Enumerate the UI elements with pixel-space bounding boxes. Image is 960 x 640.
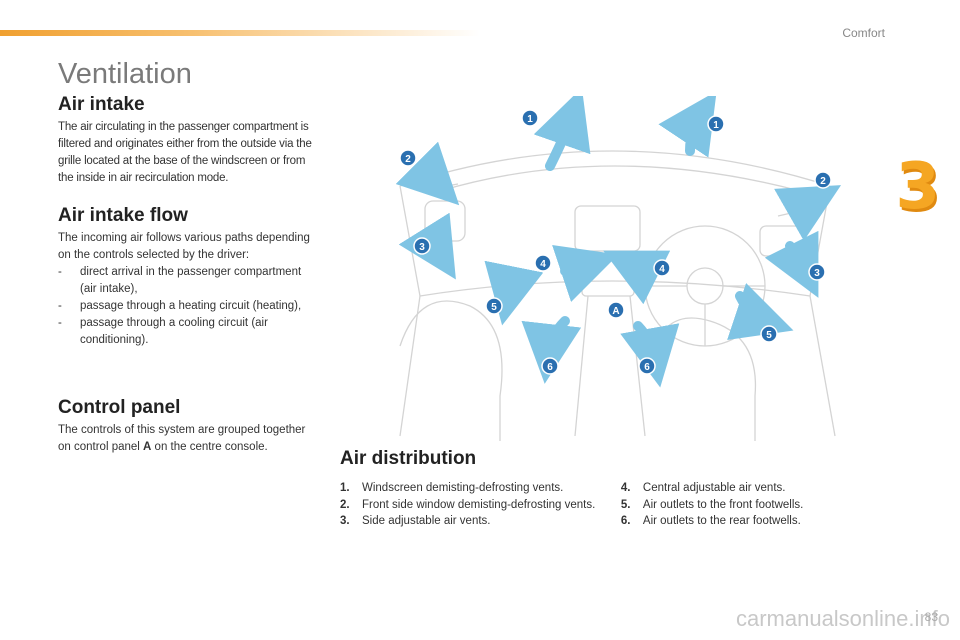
svg-text:6: 6 <box>547 362 553 373</box>
list-item: passage through a cooling circuit (air c… <box>58 315 320 349</box>
marker-5-left: 5 <box>485 297 503 315</box>
air-distribution-list-left: 1. Windscreen demisting-defrosting vents.… <box>340 480 601 530</box>
control-panel-letter: A <box>143 441 152 453</box>
item-text: Air outlets to the rear footwells. <box>642 515 801 527</box>
list-item: direct arrival in the passenger compartm… <box>58 264 320 298</box>
marker-6-left: 6 <box>541 357 559 375</box>
svg-text:2: 2 <box>820 176 826 187</box>
watermark: carmanualsonline.info <box>735 606 950 631</box>
item-number: 3. <box>340 515 350 527</box>
marker-1-left: 1 <box>521 109 539 127</box>
control-panel-heading: Control panel <box>58 397 181 418</box>
item-number: 6. <box>620 515 631 527</box>
item-number: 4. <box>620 482 631 494</box>
marker-3-left: 3 <box>413 237 431 255</box>
dashboard-ventilation-illustration: 1 1 2 2 3 3 4 4 5 5 6 6 A <box>395 96 842 441</box>
control-panel-text: The controls of this system are grouped … <box>58 422 320 456</box>
marker-2-left: 2 <box>399 149 417 167</box>
list-item: passage through a heating circuit (heati… <box>58 298 320 315</box>
item-text: Front side window demisting-defrosting v… <box>362 498 596 511</box>
marker-6-right: 6 <box>638 357 656 375</box>
svg-text:5: 5 <box>491 302 497 313</box>
item-number: 5. <box>620 498 631 511</box>
svg-text:1: 1 <box>713 120 719 131</box>
marker-a: A <box>607 301 625 319</box>
control-panel-text-start: The controls of this system are grouped … <box>58 424 306 453</box>
item-text: Central adjustable air vents. <box>642 482 786 494</box>
svg-text:4: 4 <box>659 264 665 275</box>
air-intake-flow-section: Air intake flow The incoming air follows… <box>58 205 320 349</box>
marker-4-right: 4 <box>653 259 671 277</box>
list-item: 3. Side adjustable air vents. <box>340 513 601 530</box>
air-intake-heading: Air intake <box>58 94 145 115</box>
control-panel-section: Control panel The controls of this syste… <box>58 397 320 456</box>
svg-text:2: 2 <box>405 154 411 165</box>
list-item: 2. Front side window demisting-defrosting… <box>340 497 601 514</box>
air-intake-flow-intro: The incoming air follows various paths d… <box>58 232 310 261</box>
page-title: Ventilation <box>58 58 192 90</box>
header-accent-bar <box>0 30 480 36</box>
list-item: 4. Central adjustable air vents. <box>621 480 840 497</box>
svg-text:3: 3 <box>419 242 425 253</box>
marker-3-right: 3 <box>808 263 826 281</box>
svg-text:A: A <box>612 306 619 317</box>
list-item: 5. Air outlets to the front footwells. <box>621 497 840 514</box>
item-text: Side adjustable air vents. <box>362 515 491 527</box>
marker-4-left: 4 <box>534 254 552 272</box>
svg-text:3: 3 <box>814 268 820 279</box>
page-number: 83 <box>924 610 938 624</box>
svg-text:6: 6 <box>644 362 650 373</box>
list-item: 6. Air outlets to the rear footwells. <box>621 513 840 530</box>
control-panel-text-end: on the centre console. <box>151 441 268 453</box>
svg-text:1: 1 <box>527 114 533 125</box>
marker-1-right: 1 <box>707 115 725 133</box>
air-intake-text: The air circulating in the passenger com… <box>58 121 312 184</box>
air-distribution-section: Air distribution 1. Windscreen demisting-… <box>340 448 840 530</box>
item-number: 2. <box>340 498 350 511</box>
air-distribution-list-right: 4. Central adjustable air vents. 5. Air ou… <box>621 480 840 530</box>
item-text: Windscreen demisting-defrosting vents. <box>362 482 564 494</box>
list-item: 1. Windscreen demisting-defrosting vents. <box>340 480 601 497</box>
item-text: Air outlets to the front footwells. <box>642 498 804 511</box>
svg-text:4: 4 <box>540 259 546 270</box>
air-intake-flow-heading: Air intake flow <box>58 205 188 226</box>
section-title: Comfort <box>842 26 885 40</box>
svg-text:5: 5 <box>766 330 772 341</box>
air-intake-flow-list: direct arrival in the passenger compartm… <box>58 264 320 349</box>
marker-2-right: 2 <box>814 171 832 189</box>
chapter-number: 3 <box>895 150 940 224</box>
item-number: 1. <box>340 482 350 494</box>
air-intake-section: Air intake The air circulating in the pa… <box>58 94 320 187</box>
marker-5-right: 5 <box>760 325 778 343</box>
air-distribution-heading: Air distribution <box>340 448 477 469</box>
